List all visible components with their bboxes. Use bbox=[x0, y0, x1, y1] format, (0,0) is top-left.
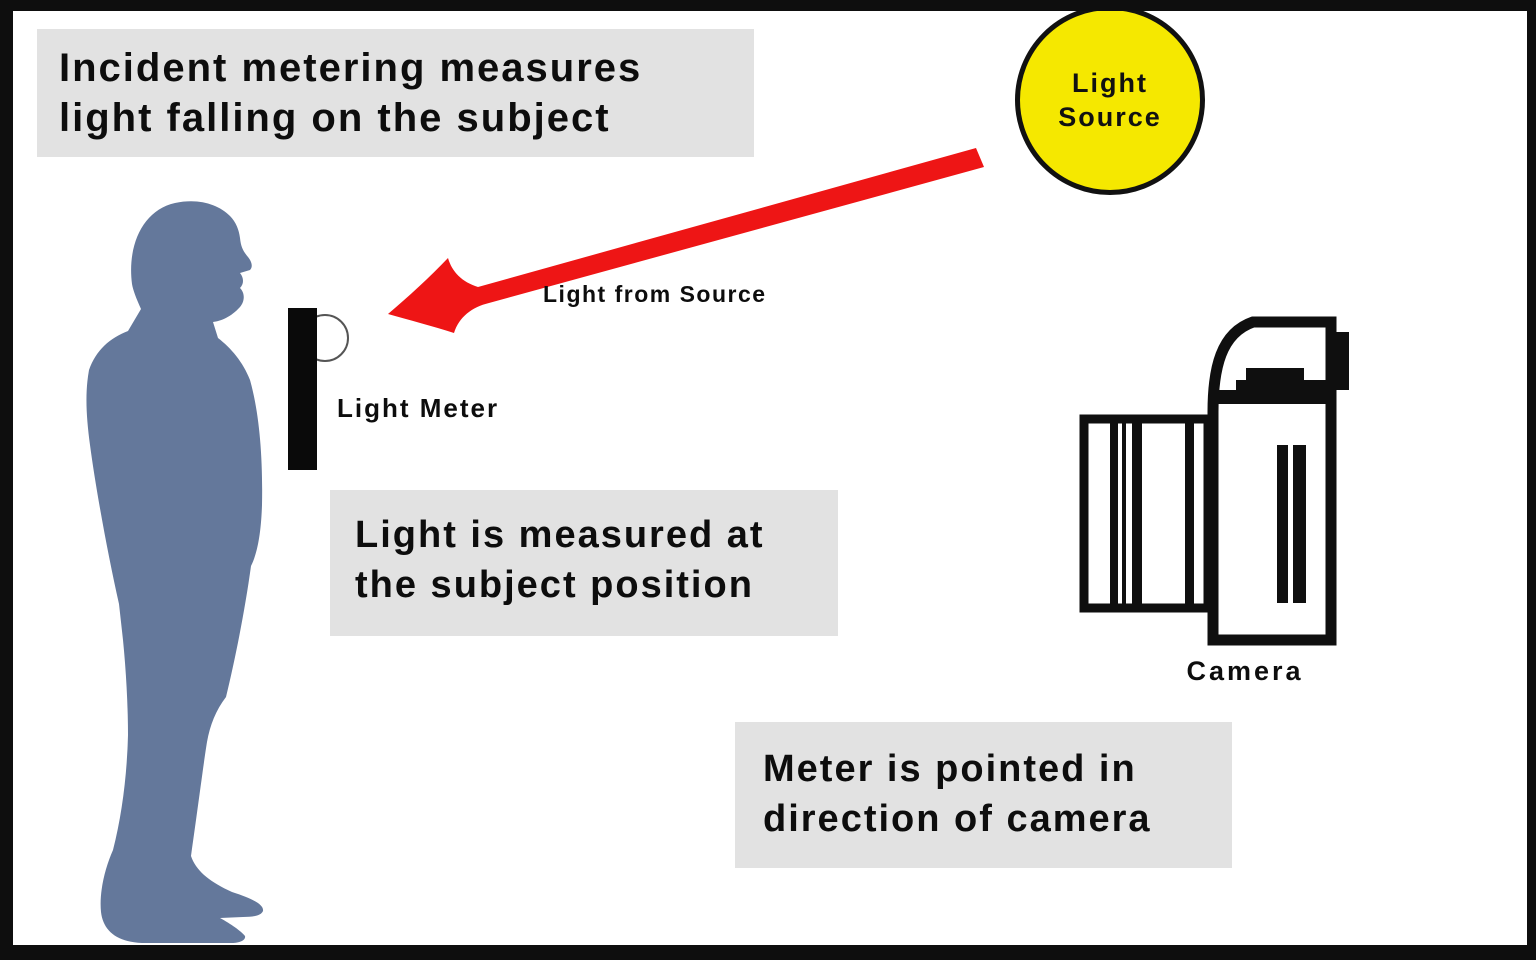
title-line2: light falling on the subject bbox=[59, 96, 611, 140]
measured-line2: the subject position bbox=[355, 564, 754, 606]
measured-caption-box: Light is measured at the subject positio… bbox=[330, 490, 838, 636]
measured-line1: Light is measured at bbox=[355, 514, 765, 556]
pointed-line1: Meter is pointed in bbox=[763, 748, 1137, 790]
pointed-line2: direction of camera bbox=[763, 798, 1152, 840]
title-caption-box: Incident metering measures light falling… bbox=[37, 29, 754, 157]
light-meter-label: Light Meter bbox=[337, 393, 500, 423]
light-source-label-line1: Light bbox=[1072, 68, 1148, 98]
light-from-source-label: Light from Source bbox=[543, 281, 767, 307]
pointed-caption-box: Meter is pointed in direction of camera bbox=[735, 722, 1232, 868]
light-ray-arrow-icon bbox=[388, 148, 984, 333]
light-source-icon: Light Source bbox=[1015, 5, 1205, 195]
title-line1: Incident metering measures bbox=[59, 46, 643, 90]
light-source-label-line2: Source bbox=[1058, 102, 1162, 132]
person-silhouette-icon bbox=[86, 201, 264, 943]
camera-icon bbox=[1079, 316, 1349, 646]
light-meter-icon bbox=[288, 308, 317, 470]
camera-label: Camera bbox=[1186, 656, 1304, 686]
